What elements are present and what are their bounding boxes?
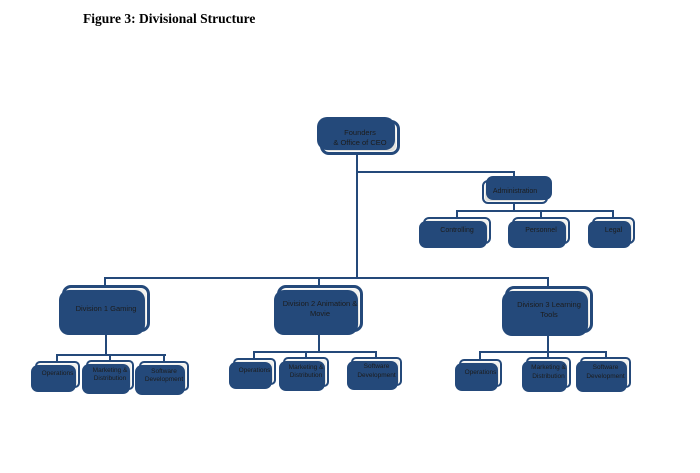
org-node-label: Software Development (357, 363, 396, 379)
connector-line (253, 351, 377, 353)
figure-caption: Figure 3: Divisional Structure (83, 11, 256, 26)
org-node-div2-marketing-distribution: Marketing & Distribution (283, 357, 329, 387)
org-node-founders: Founders & Office of CEO (320, 120, 400, 155)
org-node-label: Marketing & Distribution (92, 366, 128, 382)
org-node-label: Operations (464, 368, 497, 376)
org-node-division-1: Division 1 Gaming (62, 285, 150, 332)
org-node-div1-software-development: Software Development (139, 361, 189, 391)
org-node-div3-marketing-distribution: Marketing & Distribution (526, 357, 571, 388)
org-node-label: Administration (492, 188, 538, 196)
org-node-label: Software Development (586, 364, 625, 380)
org-node-div1-operations: Operations (35, 361, 80, 388)
org-node-div3-operations: Operations (459, 359, 502, 387)
connector-line (105, 332, 107, 355)
connector-line (456, 210, 614, 212)
org-node-label: Controlling (440, 226, 474, 234)
connector-line (540, 210, 542, 218)
org-node-div1-marketing-distribution: Marketing & Distribution (86, 360, 134, 390)
org-node-label: Marketing & Distribution (288, 363, 324, 379)
connector-line (253, 351, 255, 359)
connector-line (104, 277, 549, 279)
connector-line (375, 351, 377, 359)
org-node-label: Operations (41, 370, 74, 378)
connector-line (513, 204, 515, 211)
connector-line (356, 171, 515, 173)
org-node-administration: Administration (482, 180, 548, 204)
connector-line (547, 277, 549, 286)
org-node-div3-software-development: Software Development (580, 357, 631, 388)
connector-line (479, 351, 607, 353)
org-node-label: Software Development (144, 367, 184, 383)
connector-line (605, 351, 607, 359)
connector-line (479, 351, 481, 359)
connector-line (56, 354, 58, 362)
org-node-legal: Legal (592, 217, 635, 244)
connector-line (547, 351, 549, 359)
connector-line (104, 277, 106, 286)
org-node-div2-operations: Operations (233, 358, 276, 385)
connector-line (318, 332, 320, 352)
connector-line (356, 155, 358, 278)
connector-line (56, 354, 166, 356)
connector-line (547, 333, 549, 352)
connector-line (318, 277, 320, 286)
org-node-label: Division 3 Learning Tools (517, 299, 581, 319)
connector-line (456, 210, 458, 218)
org-node-label: Division 1 Gaming (75, 303, 137, 313)
org-node-label: Founders & Office of CEO (333, 127, 387, 147)
org-node-label: Division 2 Animation & Movie (282, 298, 358, 318)
org-node-label: Marketing & Distribution (531, 364, 566, 380)
org-node-div2-software-development: Software Development (351, 357, 402, 386)
org-node-controlling: Controlling (423, 217, 491, 244)
connector-line (163, 354, 165, 362)
org-node-label: Operations (238, 367, 271, 375)
connector-line (109, 354, 111, 362)
org-node-division-3: Division 3 Learning Tools (505, 286, 593, 333)
org-node-label: Legal (604, 226, 623, 234)
connector-line (612, 210, 614, 218)
org-node-division-2: Division 2 Animation & Movie (277, 285, 363, 332)
org-node-personnel: Personnel (512, 217, 570, 244)
connector-line (305, 351, 307, 359)
org-node-label: Personnel (525, 226, 557, 234)
